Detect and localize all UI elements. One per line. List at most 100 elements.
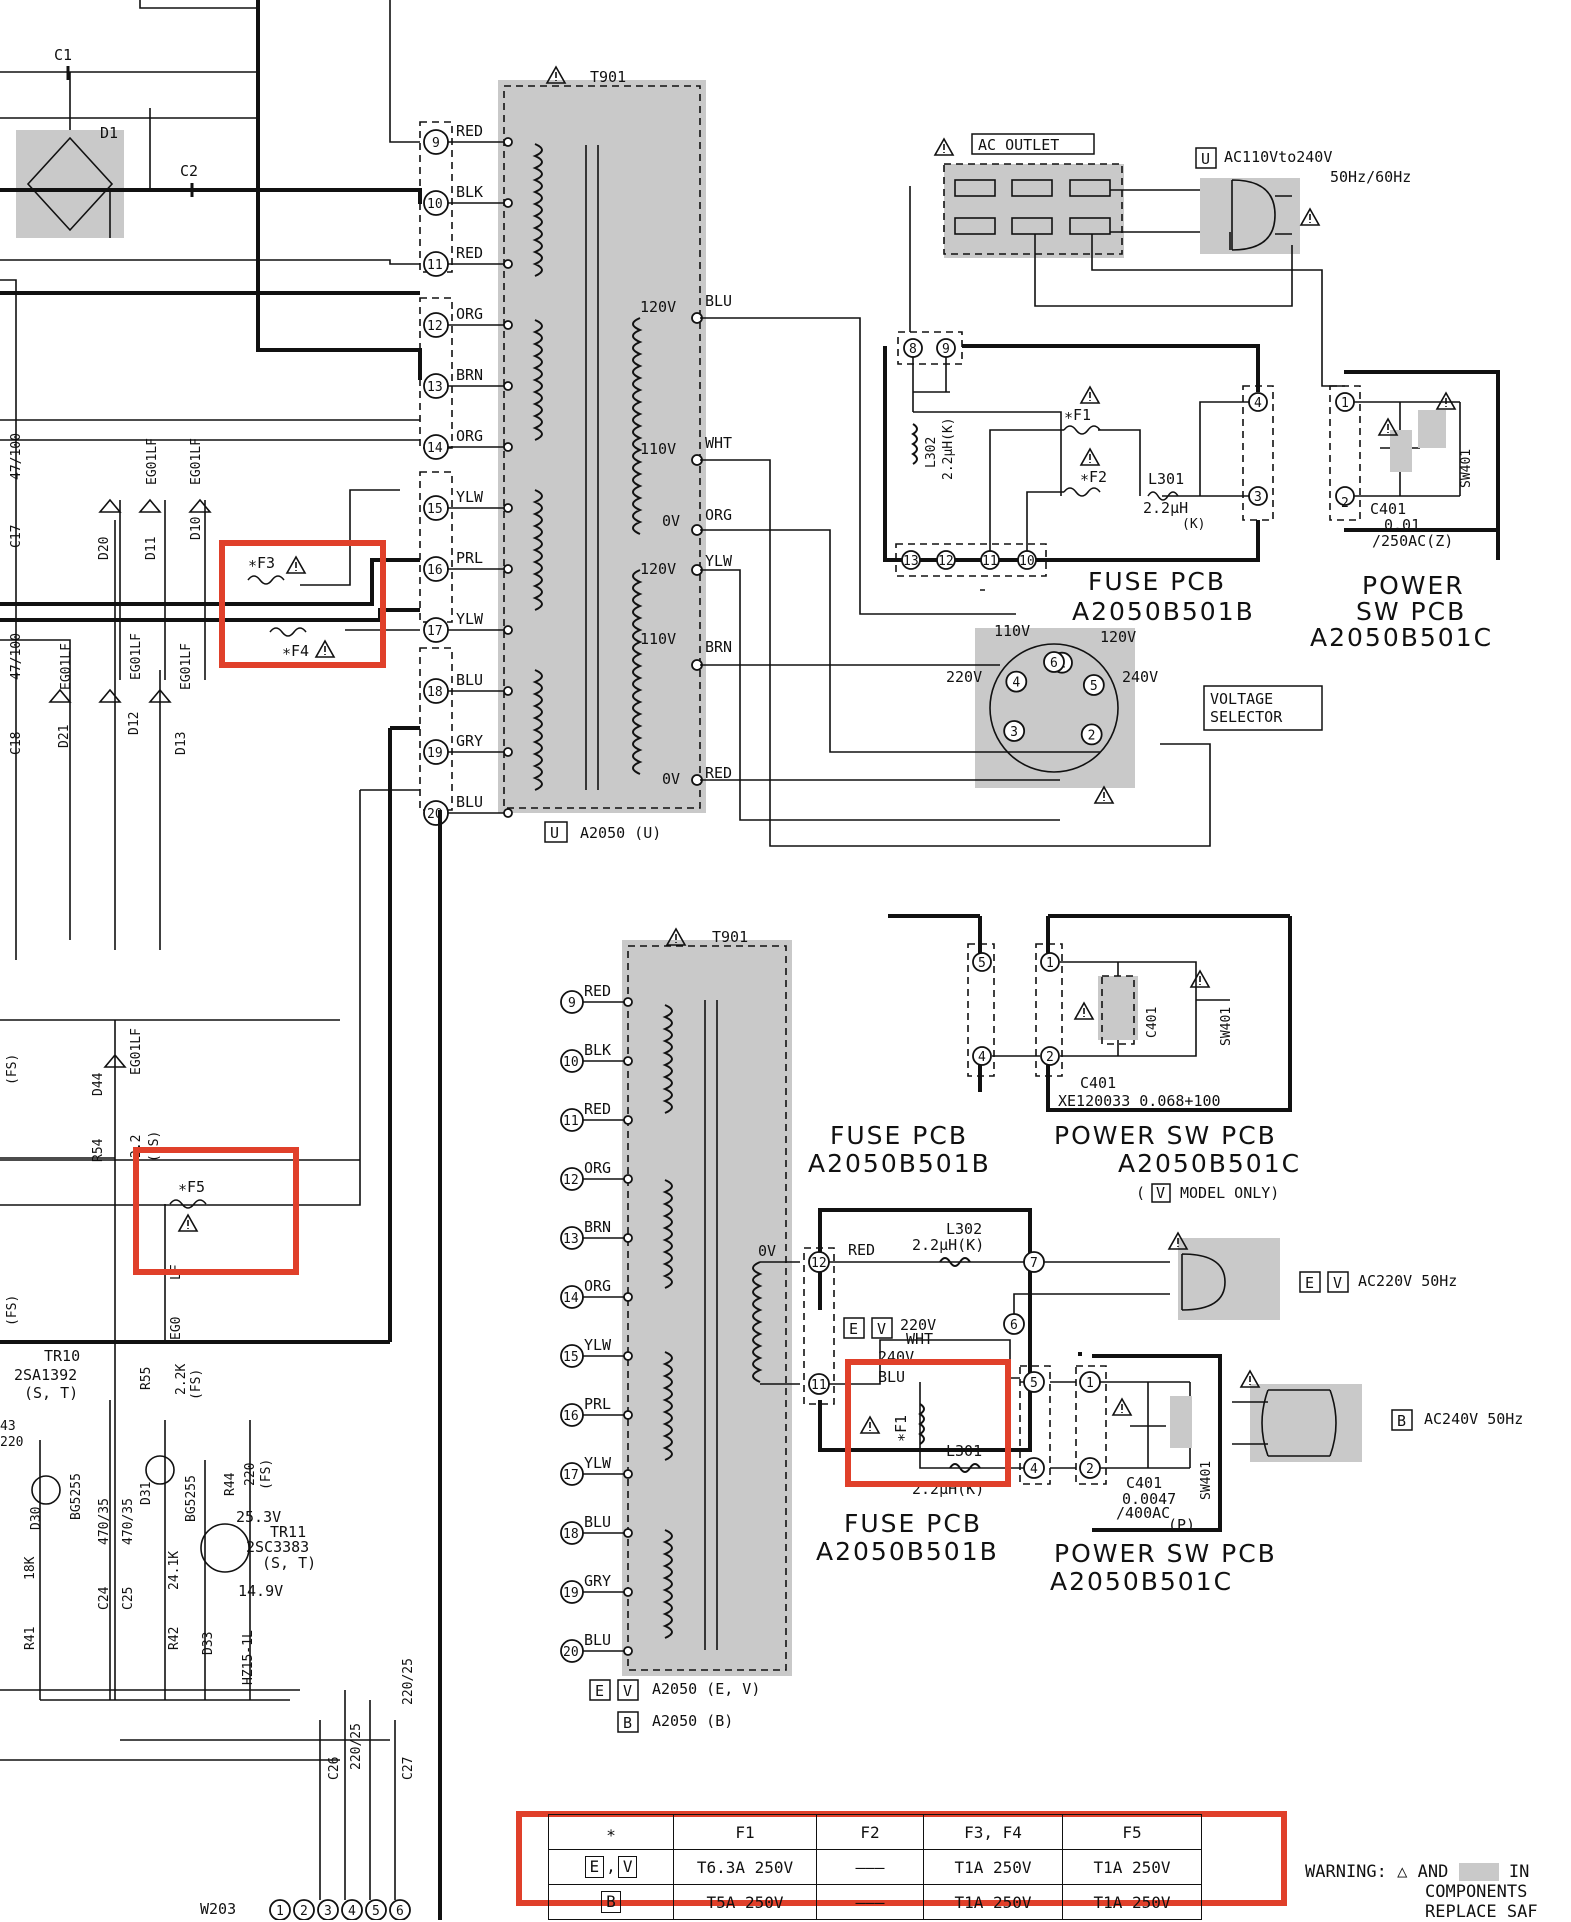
diodes-bottom: D21 D12 D13 EG01LF EG01LF EG01LF [48, 633, 194, 755]
t901-top-label: T901 [590, 68, 626, 86]
svg-text:1: 1 [1341, 396, 1349, 411]
transformer-top-model: A2050 (U) [580, 824, 661, 842]
svg-text:EG01LF: EG01LF [179, 643, 194, 690]
svg-text:0.01: 0.01 [1384, 516, 1420, 534]
svg-text:5: 5 [978, 956, 986, 971]
svg-text:0V: 0V [662, 512, 680, 530]
svg-text:A2050B501B: A2050B501B [808, 1149, 991, 1178]
power-sw-title-bottom: POWER SW PCB [1054, 1539, 1277, 1568]
label-f2-top: ∗F2 [1080, 468, 1107, 486]
svg-text:YLW: YLW [584, 1454, 612, 1472]
svg-text:B: B [1397, 1412, 1406, 1430]
svg-text:C401: C401 [1080, 1074, 1116, 1092]
vs-pin-6: 6 [1043, 651, 1065, 673]
svg-text:EG01LF: EG01LF [145, 438, 160, 485]
svg-text:220V: 220V [946, 668, 982, 686]
label-r42: R42 [167, 1627, 182, 1650]
svg-text:BLU: BLU [584, 1631, 611, 1649]
coil-top-1 [532, 143, 543, 277]
svg-text:(S, T): (S, T) [24, 1384, 78, 1402]
svg-text:BRN: BRN [584, 1218, 611, 1236]
top-pin-19: 19 GRY [423, 732, 513, 765]
svg-text:D11: D11 [144, 537, 159, 560]
svg-text:470/35: 470/35 [97, 1498, 112, 1545]
svg-text:12: 12 [938, 554, 954, 569]
svg-text:(K): (K) [1182, 517, 1205, 532]
svg-text:D13: D13 [174, 732, 189, 755]
svg-text:2SC3383: 2SC3383 [246, 1538, 309, 1556]
t901-bottom-label: T901 [712, 928, 748, 946]
svg-text:2.2μH(K): 2.2μH(K) [912, 1236, 984, 1254]
label-c18: C18 [9, 732, 24, 755]
svg-text:13: 13 [427, 380, 443, 395]
label-c17: C17 [9, 525, 24, 548]
svg-text:(P): (P) [1168, 1516, 1195, 1534]
svg-text:D10: D10 [189, 517, 204, 540]
svg-text:2: 2 [1046, 1050, 1054, 1065]
svg-text:HZ15-1L: HZ15-1L [241, 1630, 256, 1685]
svg-text:3: 3 [1010, 725, 1018, 740]
table-row: E,V T6.3A 250V ——— T1A 250V T1A 250V [548, 1849, 1202, 1885]
label-f3: ∗F3 [248, 554, 275, 572]
svg-text:14: 14 [563, 1291, 579, 1306]
label-d44: D44 [91, 1072, 106, 1096]
svg-text:ORG: ORG [584, 1159, 611, 1177]
svg-text:6: 6 [396, 1904, 404, 1919]
voltage-selector-label: VOLTAGE [1210, 690, 1273, 708]
svg-text:240V: 240V [1122, 668, 1158, 686]
svg-text:A2050B501B: A2050B501B [816, 1537, 999, 1566]
svg-text:A2050B501C: A2050B501C [1050, 1567, 1233, 1596]
svg-text:BRN: BRN [705, 638, 732, 656]
svg-text:E: E [595, 1682, 604, 1700]
bridge-d1-shade [16, 130, 124, 238]
svg-text:RED: RED [456, 122, 483, 140]
label-l301-top: L301 [1148, 470, 1184, 488]
transformer-bottom-model-ev: A2050 (E, V) [652, 1680, 760, 1698]
svg-text:17: 17 [563, 1468, 579, 1483]
svg-text:BG5255: BG5255 [184, 1475, 199, 1522]
label-sw401-top: SW401 [1459, 449, 1474, 488]
svg-text:RED: RED [705, 764, 732, 782]
svg-text:19: 19 [427, 746, 443, 761]
warning-icon [1300, 208, 1320, 226]
power-sw-part-top: A2050B501C [1310, 623, 1493, 652]
label-d33: D33 [201, 1632, 216, 1655]
svg-text:BLK: BLK [584, 1041, 611, 1059]
warning-icon [1112, 1398, 1132, 1416]
w203-pin-3: 3 [317, 1899, 339, 1920]
svg-text:12: 12 [427, 319, 443, 334]
svg-text:18: 18 [427, 685, 443, 700]
svg-text:YLW: YLW [456, 610, 484, 628]
svg-text:D21: D21 [57, 725, 72, 748]
top-secondary-taps: 120V 110V 0V 120V 110V 0V BLU WHT ORG YL… [640, 292, 733, 788]
coil-top-3 [532, 489, 543, 611]
label-r55: R55 [139, 1367, 154, 1390]
label-f5: ∗F5 [178, 1178, 205, 1196]
transformer-bottom-core [622, 940, 792, 1676]
svg-text:120V: 120V [640, 560, 676, 578]
transformer-top-core [498, 80, 706, 813]
svg-text:V: V [623, 1682, 632, 1700]
label-c401-top: C401 [1370, 500, 1406, 518]
ac-plug-top-shade [1200, 178, 1300, 254]
svg-text:4: 4 [1012, 676, 1020, 691]
coil-top-sec-2 [632, 569, 643, 775]
ac-outlet-shade [944, 164, 1124, 258]
svg-text:GRY: GRY [456, 732, 483, 750]
svg-text:EG0: EG0 [169, 1317, 184, 1340]
svg-text:PRL: PRL [584, 1395, 611, 1413]
label-c26: C26 [327, 1757, 342, 1780]
svg-text:(FS): (FS) [5, 1295, 20, 1326]
svg-text:25.3V: 25.3V [236, 1508, 281, 1526]
svg-text:WHT: WHT [906, 1330, 933, 1348]
svg-text:16: 16 [563, 1409, 579, 1424]
fuse-pcb-title-bottom: FUSE PCB [844, 1509, 982, 1538]
w203-pin-6: 6 [389, 1899, 411, 1920]
ac-outlet-contacts [954, 179, 1111, 235]
